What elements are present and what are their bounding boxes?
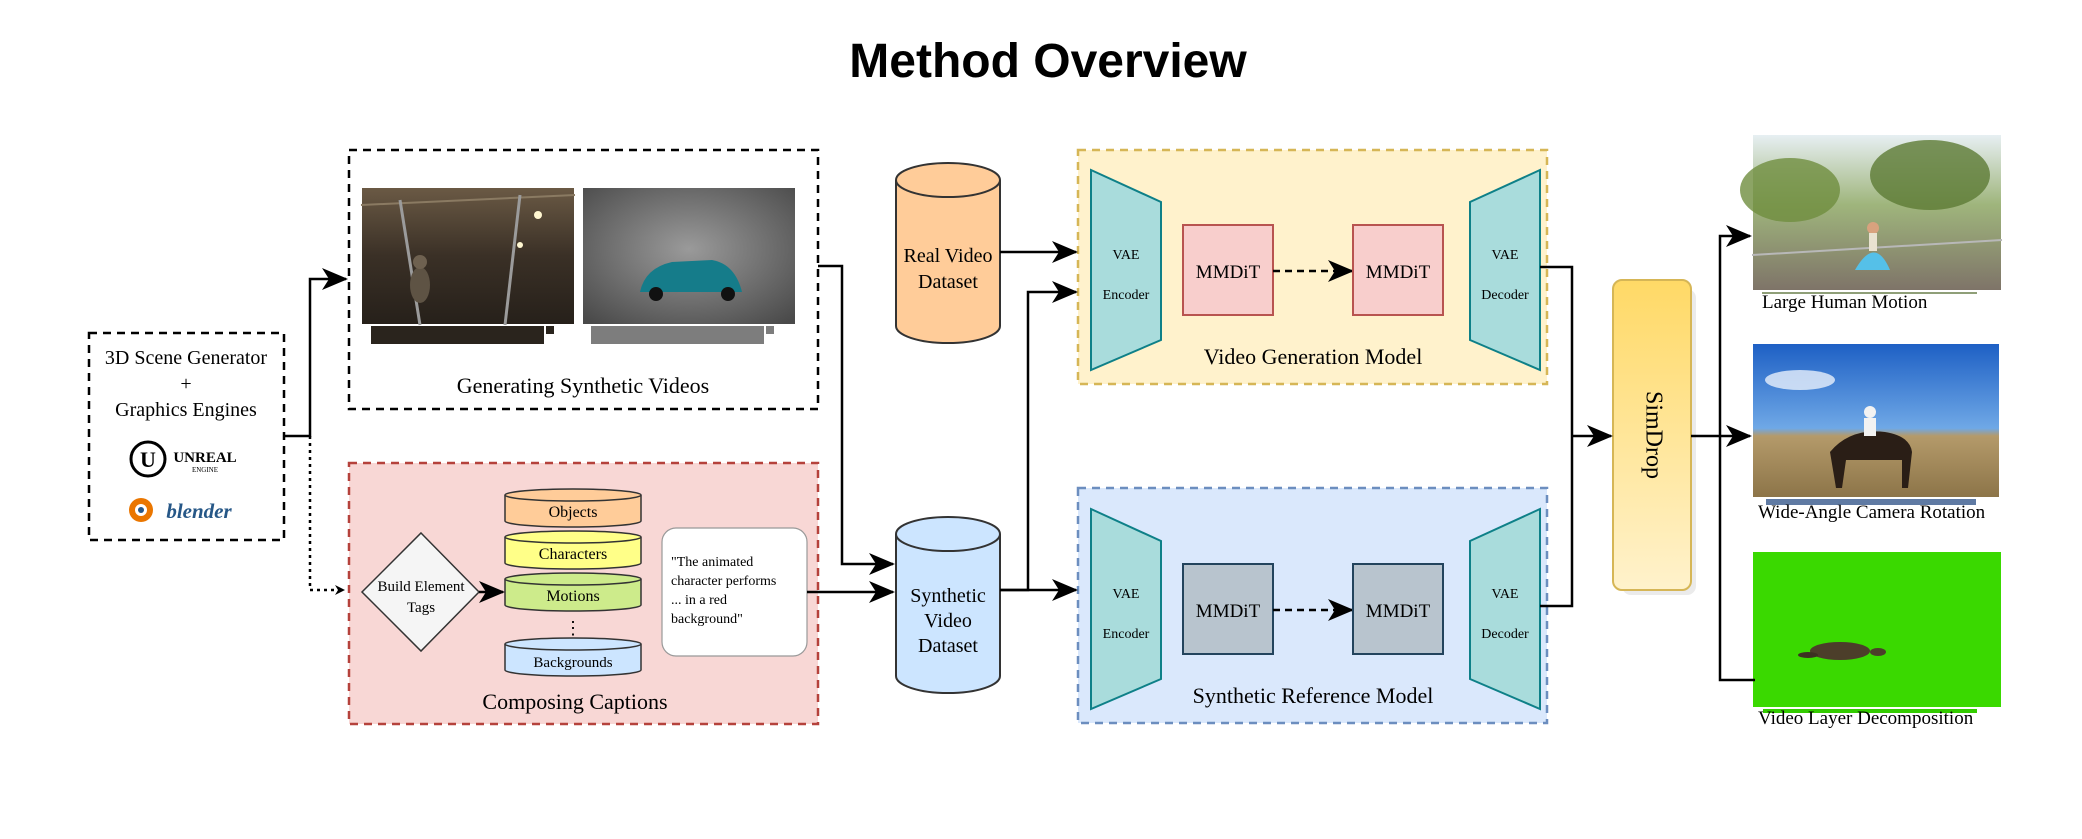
synthetic-videos-label: Generating Synthetic Videos [457,373,709,398]
warehouse-video-stack [360,186,576,346]
ref-mmdit-block-b [1352,563,1444,655]
ref-vae-decoder [1469,507,1541,711]
arrow-source-to-captions [308,436,345,595]
composing-captions-box: Build Element Tags Objects Characters Mo… [347,461,820,726]
gen-vae-encoder [1090,168,1162,372]
svg-text:MMDiT: MMDiT [1196,601,1261,622]
example-caption-line3: ... in a red [671,593,727,608]
svg-text:U: U [140,447,156,472]
build-tags-line1: Build Element [377,579,465,595]
svg-text:Motions: Motions [546,588,599,605]
synthetic-videos-box: Generating Synthetic Videos [347,148,820,411]
tag-motions: Motions [504,572,642,612]
source-line1: 3D Scene Generator [105,347,267,369]
tag-objects: Objects [504,488,642,528]
svg-text:VAE: VAE [1113,248,1140,263]
arrow-syn-to-gen [1000,281,1078,592]
svg-text:UNREAL: UNREAL [173,450,236,466]
example-caption-line2: character performs [671,574,776,589]
svg-text:MMDiT: MMDiT [1366,601,1431,622]
svg-text:MMDiT: MMDiT [1196,262,1261,283]
svg-text:VAE: VAE [1492,248,1519,263]
page-title: Method Overview [849,35,1247,88]
syn-dataset-line1: Synthetic [910,585,986,607]
svg-text:Decoder: Decoder [1481,627,1529,642]
real-dataset-line2: Dataset [918,271,978,293]
gen-vae-decoder [1469,168,1541,372]
example-caption-card [661,527,808,657]
svg-text:Encoder: Encoder [1103,627,1150,642]
example-caption-line4: background" [671,612,743,627]
unreal-engine-logo: U UNREAL ENGINE [129,440,237,478]
ref-vae-encoder [1090,507,1162,711]
arrow-videos-to-dataset [818,264,895,575]
tag-backgrounds: Backgrounds [504,637,642,677]
output-wide-angle-camera: Wide-Angle Camera Rotation [1751,342,2001,523]
build-tags-line2: Tags [407,600,435,616]
tag-cylinders: Objects Characters Motions ⋮ Backgrounds [504,488,642,677]
output-label-1: Large Human Motion [1762,292,1928,313]
blender-logo: blender [129,498,232,523]
build-element-tags-diamond [360,531,481,653]
svg-text:Encoder: Encoder [1103,288,1150,303]
syn-dataset-line2: Video [924,610,972,632]
source-plus: + [180,373,191,395]
source-line2: Graphics Engines [115,399,257,421]
svg-text:Decoder: Decoder [1481,288,1529,303]
tag-ellipsis: ⋮ [564,618,582,638]
output-large-human-motion: Large Human Motion [1740,133,2003,313]
line-to-output-3 [1718,436,1755,682]
svg-text:ENGINE: ENGINE [192,466,218,474]
synthetic-reference-model: VAE Encoder MMDiT MMDiT VAE Decoder Synt… [1076,486,1549,725]
real-dataset-line1: Real Video [904,245,993,267]
arrow-source-to-videos [284,268,348,438]
car-video-stack [581,186,797,346]
composing-captions-label: Composing Captions [482,689,667,714]
video-generation-model: VAE Encoder MMDiT MMDiT VAE Decoder Vide… [1076,148,1549,386]
gen-mmdit-block-b [1352,224,1444,316]
tag-characters: Characters [504,530,642,570]
svg-text:Characters: Characters [539,546,607,563]
ref-mmdit-block-a [1182,563,1274,655]
example-caption-line1: "The animated [671,555,753,570]
source-box: 3D Scene Generator + Graphics Engines U … [87,331,286,542]
svg-text:Backgrounds: Backgrounds [533,655,612,671]
simdrop-block: SimDrop [1612,279,1696,595]
gen-mmdit-block-a [1182,224,1274,316]
syn-dataset-line3: Dataset [918,635,978,657]
svg-text:blender: blender [166,499,232,523]
output-label-3: Video Layer Decomposition [1758,708,1974,729]
arrow-to-output-1 [1718,225,1752,436]
connectors [284,225,1755,682]
svg-text:VAE: VAE [1492,587,1519,602]
svg-text:Objects: Objects [549,504,598,521]
real-video-dataset: Real Video Dataset [895,162,1001,344]
simdrop-label: SimDrop [1640,391,1666,479]
svg-text:VAE: VAE [1113,587,1140,602]
ref-model-label: Synthetic Reference Model [1193,683,1434,708]
output-video-layer-decomposition: Video Layer Decomposition [1751,550,2003,729]
gen-model-label: Video Generation Model [1204,344,1423,369]
output-label-2: Wide-Angle Camera Rotation [1758,502,1986,523]
svg-text:MMDiT: MMDiT [1366,262,1431,283]
synthetic-video-dataset: Synthetic Video Dataset [895,516,1001,694]
